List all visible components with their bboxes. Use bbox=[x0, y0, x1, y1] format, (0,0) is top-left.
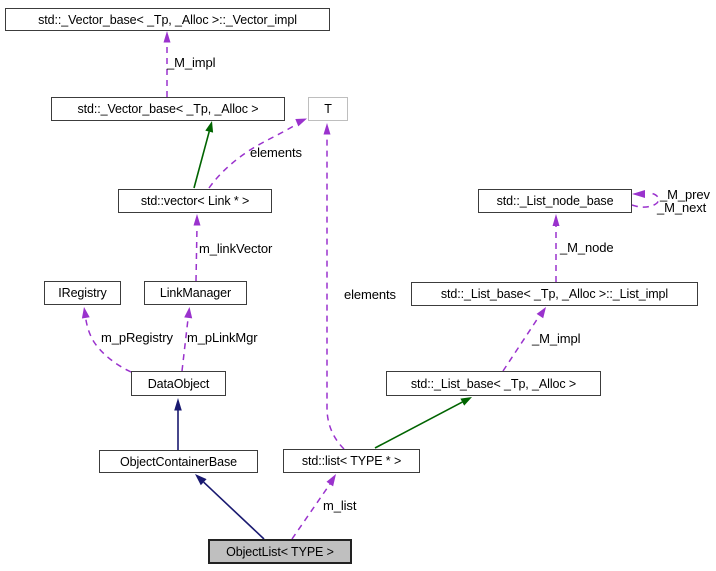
edge-label-m-linkvector: m_linkVector bbox=[199, 241, 273, 256]
edge-m-list-arrowhead bbox=[326, 474, 336, 487]
edge-m-list-line bbox=[291, 483, 331, 540]
edge-self-loop-line bbox=[631, 192, 660, 208]
edge-m-linkvector-arrowhead bbox=[193, 214, 201, 226]
edge-m-linkvector-line bbox=[195, 225, 198, 282]
node-objectlist-highlighted[interactable]: ObjectList< TYPE > bbox=[208, 539, 352, 564]
edge-vector-inherit-line bbox=[193, 131, 210, 189]
node-iregistry[interactable]: IRegistry bbox=[44, 281, 121, 305]
edge-objectlist-ocb-line bbox=[203, 481, 265, 540]
edge-objectlist-ocb-arrowhead bbox=[195, 474, 207, 486]
edge-label-m-next: _M_next bbox=[657, 200, 707, 215]
edge-list-inherit-line bbox=[374, 401, 463, 449]
node-std-list-type[interactable]: std::list< TYPE * > bbox=[283, 449, 420, 473]
node-vector-base[interactable]: std::_Vector_base< _Tp, _Alloc > bbox=[51, 97, 285, 121]
edge-list-inherit-arrowhead bbox=[460, 397, 472, 406]
edge-m-node-arrowhead bbox=[552, 214, 560, 226]
edge-label-elements-vector: elements bbox=[250, 145, 302, 160]
node-std-vector-link[interactable]: std::vector< Link * > bbox=[118, 189, 272, 213]
edge-elements-vector-line bbox=[208, 123, 298, 189]
edge-self-loop-arrowhead bbox=[632, 190, 645, 198]
node-dataobject[interactable]: DataObject bbox=[131, 371, 226, 396]
edge-label-m-list: m_list bbox=[323, 498, 357, 513]
edge-m-plinkmgr-arrowhead bbox=[184, 307, 193, 319]
node-objectcontainerbase[interactable]: ObjectContainerBase bbox=[99, 450, 258, 473]
node-template-param-t[interactable]: T bbox=[308, 97, 348, 121]
edge-m-impl-vector-arrowhead bbox=[163, 31, 171, 43]
edge-ocb-dataobject-arrowhead bbox=[174, 398, 182, 411]
node-list-base[interactable]: std::_List_base< _Tp, _Alloc > bbox=[386, 371, 601, 396]
edge-elements-list-arrowhead bbox=[323, 123, 331, 135]
edge-label-m-impl-list: _M_impl bbox=[532, 331, 581, 346]
edge-vector-inherit-arrowhead bbox=[205, 121, 214, 133]
edge-label-m-plinkmgr: m_pLinkMgr bbox=[187, 330, 258, 345]
edge-m-plinkmgr-line bbox=[181, 318, 189, 372]
edge-elements-list-line bbox=[326, 135, 345, 450]
edge-label-m-pregistry: m_pRegistry bbox=[101, 330, 173, 345]
edge-elements-vector-arrowhead bbox=[295, 118, 307, 127]
edge-m-pregistry-arrowhead bbox=[81, 307, 90, 319]
edge-label-m-prev: _M_prev bbox=[660, 187, 710, 202]
edge-label-elements-list: elements bbox=[344, 287, 396, 302]
edge-label-m-node: _M_node bbox=[560, 240, 614, 255]
node-list-impl[interactable]: std::_List_base< _Tp, _Alloc >::_List_im… bbox=[411, 282, 698, 306]
node-vector-impl[interactable]: std::_Vector_base< _Tp, _Alloc >::_Vecto… bbox=[5, 8, 330, 31]
node-linkmanager[interactable]: LinkManager bbox=[144, 281, 247, 305]
edge-m-impl-list-arrowhead bbox=[536, 307, 546, 319]
edge-m-pregistry-line bbox=[85, 318, 132, 373]
edge-label-m-impl-vector: _M_impl bbox=[167, 55, 216, 70]
node-list-node-base[interactable]: std::_List_node_base bbox=[478, 189, 632, 213]
